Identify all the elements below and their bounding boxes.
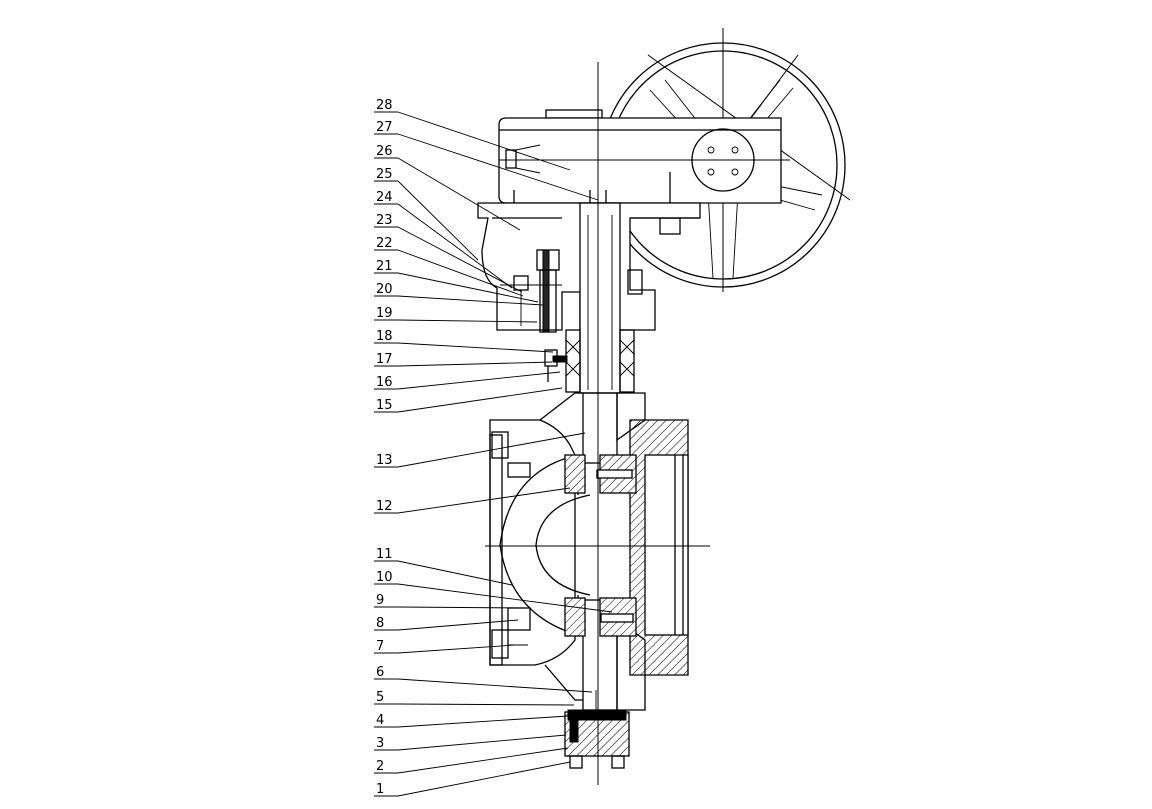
callout-number-3: 3 — [376, 736, 384, 751]
callout-leader-line — [397, 371, 561, 390]
callout-leader-line — [397, 734, 567, 751]
callout-leader-line — [397, 387, 563, 413]
valve-body — [489, 392, 689, 711]
callout-number-19: 19 — [376, 306, 393, 321]
callout-number-20: 20 — [376, 282, 393, 297]
callout-number-28: 28 — [376, 98, 393, 113]
callout-leader-line — [397, 157, 521, 231]
callout-number-1: 1 — [376, 782, 384, 797]
callout-leader-line — [397, 644, 516, 654]
callout-leader-line — [397, 747, 569, 774]
callout-leader-line — [397, 203, 513, 289]
callout-number-21: 21 — [376, 259, 393, 274]
callout-number-17: 17 — [376, 352, 393, 367]
callout-group: 2827262524232221201918171615131211109876… — [374, 98, 613, 797]
callout-number-15: 15 — [376, 398, 393, 413]
callout-number-7: 7 — [376, 639, 384, 654]
callout-leader-line — [397, 111, 571, 171]
callout-number-25: 25 — [376, 167, 393, 182]
callout-leader-line — [397, 226, 523, 293]
callout-number-6: 6 — [376, 665, 384, 680]
callout-number-11: 11 — [376, 547, 393, 562]
center-lines — [485, 62, 710, 785]
callout-number-13: 13 — [376, 453, 393, 468]
callout-leader-line — [397, 342, 554, 353]
callout-leader-line — [397, 487, 571, 514]
callout-leader-line — [397, 761, 571, 797]
callout-leader-line — [397, 249, 524, 297]
callout-leader-line — [397, 715, 569, 728]
callout-number-8: 8 — [376, 616, 384, 631]
callout-number-23: 23 — [376, 213, 393, 228]
callout-leader-line — [397, 272, 539, 303]
callout-leader-line — [397, 606, 525, 609]
callout-leader-line — [397, 133, 599, 201]
callout-leader-line — [397, 432, 586, 468]
bottom-cover — [564, 709, 630, 769]
callout-number-26: 26 — [376, 144, 393, 159]
callout-leader-line — [397, 619, 519, 631]
callout-leader-line — [397, 295, 544, 306]
callout-number-5: 5 — [376, 690, 384, 705]
callout-leader-line — [397, 361, 553, 367]
callout-leader-line — [397, 583, 613, 613]
callout-number-4: 4 — [376, 713, 384, 728]
callout-number-27: 27 — [376, 120, 393, 135]
callout-number-9: 9 — [376, 593, 384, 608]
callout-leader-line — [397, 319, 538, 323]
callout-number-2: 2 — [376, 759, 384, 774]
callout-leader-line — [397, 678, 593, 693]
callout-leader-line — [397, 703, 575, 706]
callout-number-18: 18 — [376, 329, 393, 344]
callout-number-12: 12 — [376, 499, 393, 514]
callout-number-22: 22 — [376, 236, 393, 251]
valve-stem — [544, 202, 635, 711]
callout-leader-line — [397, 560, 513, 586]
callout-number-24: 24 — [376, 190, 393, 205]
callout-number-16: 16 — [376, 375, 393, 390]
callout-number-10: 10 — [376, 570, 393, 585]
callout-leader-line — [397, 180, 479, 261]
